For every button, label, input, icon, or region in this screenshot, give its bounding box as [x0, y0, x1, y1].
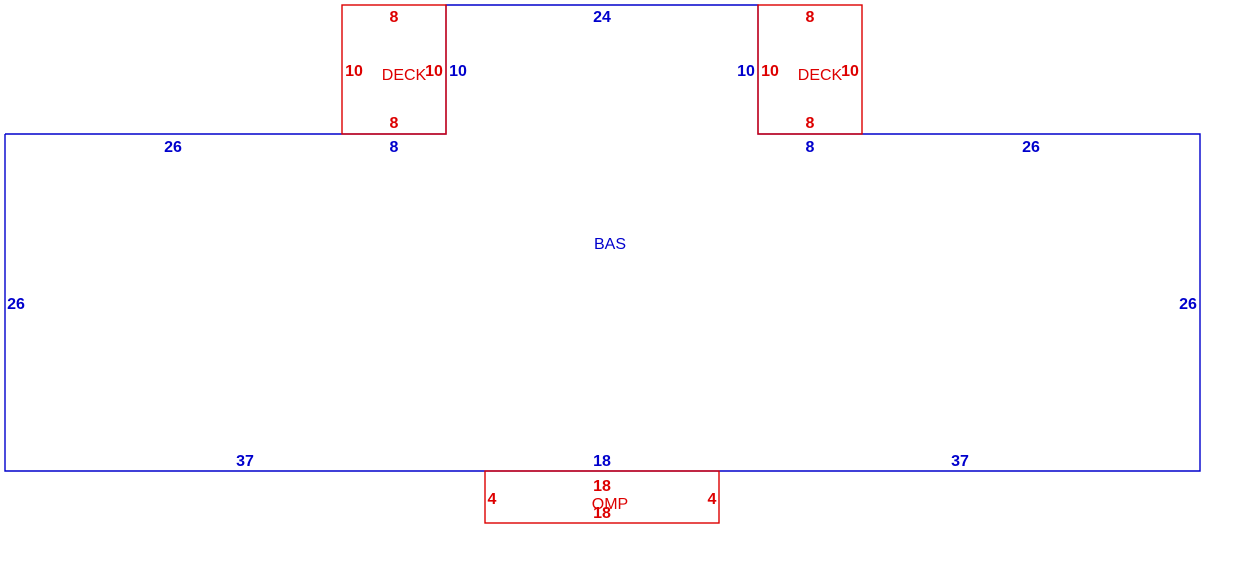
deck-left-right-dim: 10 — [425, 63, 443, 80]
bas-name: BAS — [594, 236, 626, 253]
bas-left-deck-side-dim: 10 — [449, 63, 467, 80]
omp-top-dim: 18 — [593, 478, 611, 495]
bas-right-dim: 26 — [1179, 296, 1197, 313]
deck-right-right-dim: 10 — [841, 63, 859, 80]
omp-name: OMP — [592, 496, 628, 513]
bas-top-right-dim: 26 — [1022, 139, 1040, 156]
bas-left-dim: 26 — [7, 296, 25, 313]
bas-top-left-dim: 26 — [164, 139, 182, 156]
deck-left-left-dim: 10 — [345, 63, 363, 80]
deck-left-outline — [341, 4, 447, 135]
bas-bottom-right-dim: 37 — [951, 453, 969, 470]
bas-top-left-deck-dim: 8 — [390, 139, 399, 156]
deck-right-left-dim: 10 — [761, 63, 779, 80]
deck-right-name: DECK — [798, 67, 843, 84]
deck-right-top-dim: 8 — [806, 9, 815, 26]
deck-left-top-dim: 8 — [390, 9, 399, 26]
bas-top-right-deck-dim: 8 — [806, 139, 815, 156]
omp-right-dim: 4 — [708, 491, 717, 508]
bas-right-deck-side-dim: 10 — [737, 63, 755, 80]
deck-right-bottom-dim: 8 — [806, 115, 815, 132]
bas-bottom-center-dim: 18 — [593, 453, 611, 470]
omp-outline — [484, 470, 720, 524]
omp-left-dim: 4 — [488, 491, 497, 508]
omp-bottom-dim: 18 — [593, 505, 611, 522]
deck-left-name: DECK — [382, 67, 427, 84]
bas-bottom-left-dim: 37 — [236, 453, 254, 470]
bas-top-center-dim: 24 — [593, 9, 611, 26]
deck-right-outline — [757, 4, 863, 135]
deck-left-bottom-dim: 8 — [390, 115, 399, 132]
